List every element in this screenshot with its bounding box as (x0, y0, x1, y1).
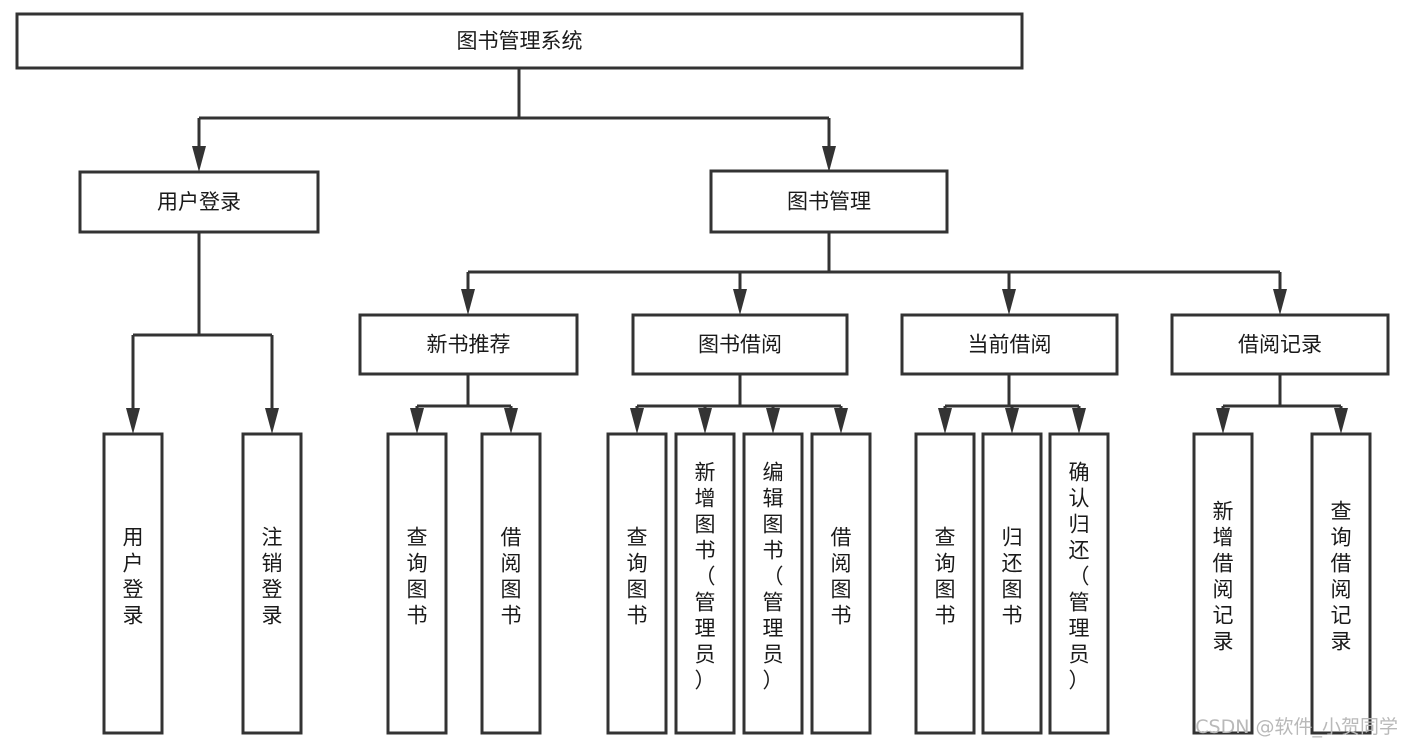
node-label: 查询图书 (935, 526, 956, 628)
node-leaf-borrow-book-1[interactable]: 借阅图书 (480, 432, 542, 735)
arrow-head-icon (126, 408, 140, 434)
node-box[interactable] (674, 432, 736, 735)
connector-group-newbook (410, 374, 518, 434)
node-layer: 图书管理系统用户登录图书管理新书推荐图书借阅当前借阅借阅记录用户登录注销登录查询… (15, 12, 1390, 735)
arrow-head-icon (698, 408, 712, 434)
arrow-head-icon (410, 408, 424, 434)
node-leaf-user-logout[interactable]: 注销登录 (241, 432, 303, 735)
node-box[interactable] (386, 432, 448, 735)
node-leaf-query-book-3[interactable]: 查询图书 (914, 432, 976, 735)
arrow-head-icon (461, 289, 475, 315)
node-box[interactable] (78, 170, 320, 234)
node-label: 查询图书 (627, 526, 648, 628)
node-label: 图书借阅 (698, 333, 782, 357)
node-leaf-add-book[interactable]: 新增图书（管理员） (674, 432, 736, 735)
node-borrow[interactable]: 图书借阅 (631, 313, 849, 376)
connector-group-login (126, 232, 279, 434)
node-label: 查询图书 (407, 526, 428, 628)
node-box[interactable] (914, 432, 976, 735)
node-label: 注销登录 (262, 526, 283, 628)
arrow-head-icon (1072, 408, 1086, 434)
node-box[interactable] (1192, 432, 1254, 735)
arrow-head-icon (733, 289, 747, 315)
node-box[interactable] (709, 169, 949, 234)
node-label: 用户登录 (123, 526, 144, 628)
node-leaf-query-book-1[interactable]: 查询图书 (386, 432, 448, 735)
arrow-head-icon (938, 408, 952, 434)
node-leaf-query-book-2[interactable]: 查询图书 (606, 432, 668, 735)
node-box[interactable] (1170, 313, 1390, 376)
node-box[interactable] (631, 313, 849, 376)
connector-layer (126, 68, 1348, 434)
node-label: 确认归还（管理员） (1069, 461, 1090, 693)
node-root[interactable]: 图书管理系统 (15, 12, 1024, 70)
node-box[interactable] (1310, 432, 1372, 735)
node-box[interactable] (606, 432, 668, 735)
node-label: 借阅记录 (1238, 333, 1322, 357)
node-label: 编辑图书（管理员） (763, 461, 784, 693)
node-box[interactable] (1048, 432, 1110, 735)
node-label: 新增图书（管理员） (695, 461, 716, 693)
arrow-head-icon (766, 408, 780, 434)
connector-group-borrow (630, 374, 848, 434)
connector-group-records (1216, 374, 1348, 434)
node-label: 用户登录 (157, 190, 241, 214)
node-label: 新书推荐 (427, 333, 511, 357)
node-label: 图书管理系统 (457, 29, 583, 53)
watermark-label: CSDN @软件_小贺同学 (1195, 716, 1398, 738)
node-label: 当前借阅 (968, 333, 1052, 357)
node-box[interactable] (241, 432, 303, 735)
node-box[interactable] (810, 432, 872, 735)
node-label: 借阅图书 (831, 526, 852, 628)
node-box[interactable] (981, 432, 1043, 735)
arrow-head-icon (630, 408, 644, 434)
arrow-head-icon (834, 408, 848, 434)
node-box[interactable] (358, 313, 579, 376)
node-box[interactable] (900, 313, 1119, 376)
connector-group-bookmgmt (461, 232, 1287, 315)
node-box[interactable] (480, 432, 542, 735)
node-box[interactable] (102, 432, 164, 735)
node-leaf-query-record[interactable]: 查询借阅记录 (1310, 432, 1372, 735)
arrow-head-icon (192, 146, 206, 172)
arrow-head-icon (822, 146, 836, 172)
connector-group-root (192, 68, 836, 172)
node-newbook[interactable]: 新书推荐 (358, 313, 579, 376)
arrow-head-icon (265, 408, 279, 434)
arrow-head-icon (1216, 408, 1230, 434)
node-box[interactable] (742, 432, 804, 735)
node-current[interactable]: 当前借阅 (900, 313, 1119, 376)
connector-group-current (938, 374, 1086, 434)
node-leaf-borrow-book-2[interactable]: 借阅图书 (810, 432, 872, 735)
arrow-head-icon (1002, 289, 1016, 315)
node-label: 查询借阅记录 (1331, 500, 1352, 654)
arrow-head-icon (504, 408, 518, 434)
node-label: 借阅图书 (501, 526, 522, 628)
node-box[interactable] (15, 12, 1024, 70)
node-label: 图书管理 (787, 190, 871, 214)
node-leaf-add-record[interactable]: 新增借阅记录 (1192, 432, 1254, 735)
node-label: 归还图书 (1002, 526, 1023, 628)
node-label: 新增借阅记录 (1213, 500, 1234, 654)
arrow-head-icon (1273, 289, 1287, 315)
node-leaf-return-book[interactable]: 归还图书 (981, 432, 1043, 735)
node-leaf-user-login[interactable]: 用户登录 (102, 432, 164, 735)
node-bookmgmt[interactable]: 图书管理 (709, 169, 949, 234)
node-leaf-edit-book[interactable]: 编辑图书（管理员） (742, 432, 804, 735)
node-leaf-confirm-return[interactable]: 确认归还（管理员） (1048, 432, 1110, 735)
arrow-head-icon (1005, 408, 1019, 434)
node-records[interactable]: 借阅记录 (1170, 313, 1390, 376)
node-login[interactable]: 用户登录 (78, 170, 320, 234)
arrow-head-icon (1334, 408, 1348, 434)
